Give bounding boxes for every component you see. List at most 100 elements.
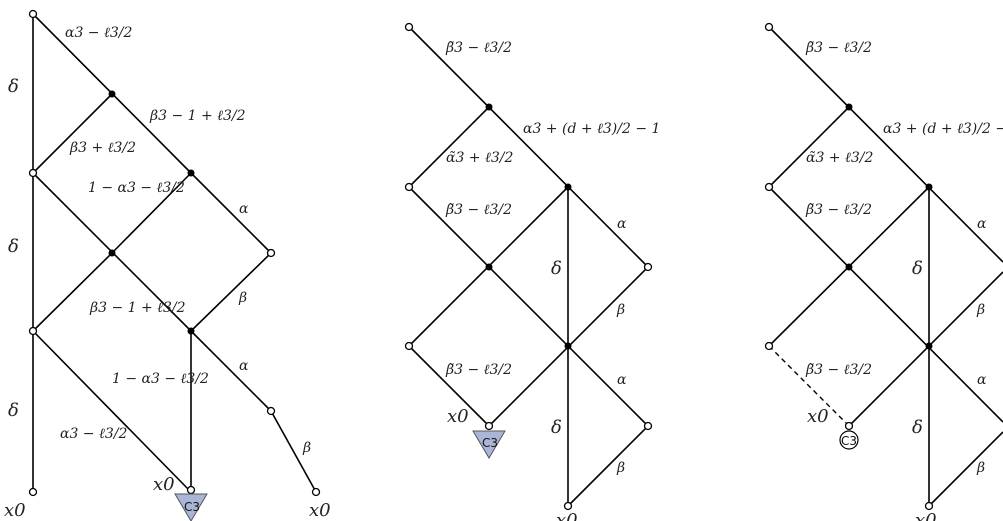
left-delta-label-2: δ bbox=[8, 236, 19, 257]
right-edge-label-lower: β̃3 − ℓ3/2 bbox=[805, 362, 872, 378]
middle-edge-label-upper: α̃3 + ℓ3/2 bbox=[446, 150, 513, 166]
middle-edge bbox=[408, 106, 490, 188]
left-vertex-open bbox=[28, 487, 38, 497]
left-vertex-open bbox=[28, 9, 38, 19]
middle-vertex-solid bbox=[564, 342, 572, 350]
middle-edge-label-lower: β̃3 − ℓ3/2 bbox=[445, 362, 512, 378]
middle-edge bbox=[408, 186, 649, 427]
middle-vertex-open bbox=[563, 501, 573, 511]
middle-edge bbox=[408, 345, 490, 427]
right-diagram: C3 β̃3 − ℓ3/2 α3 + (d + ℓ3)/2 − 1 α̃3 + … bbox=[764, 22, 1003, 521]
right-edge bbox=[768, 186, 1003, 423]
left-edge bbox=[32, 330, 192, 493]
right-edge bbox=[848, 271, 1003, 427]
right-delta-label-2: δ bbox=[912, 417, 923, 438]
middle-vertex-open bbox=[484, 421, 494, 431]
right-bottom-label-x0: x0 bbox=[915, 510, 937, 521]
middle-alpha-label: α bbox=[617, 216, 627, 232]
right-vertex-open bbox=[924, 501, 934, 511]
middle-edge-label-top: β̃3 − ℓ3/2 bbox=[445, 40, 512, 56]
right-alpha-label-2: α bbox=[977, 372, 987, 388]
right-edge-label-upper2: β̃3 − ℓ3/2 bbox=[805, 202, 872, 218]
left-bottom-label-x0-1: x0 bbox=[4, 500, 26, 521]
right-alpha-label: α bbox=[977, 216, 987, 232]
middle-delta-label-1: δ bbox=[551, 258, 562, 279]
right-edge-label-top: β̃3 − ℓ3/2 bbox=[805, 40, 872, 56]
right-vertex-solid bbox=[925, 183, 933, 191]
right-beta-label: β bbox=[976, 302, 985, 318]
middle-vertex-open bbox=[404, 341, 414, 351]
left-vertex-open bbox=[28, 168, 38, 178]
middle-vertex-open bbox=[404, 182, 414, 192]
right-vertex-open bbox=[844, 421, 854, 431]
right-edge bbox=[768, 106, 850, 188]
left-vertex-open bbox=[311, 487, 321, 497]
right-vertex-marker-circle bbox=[839, 430, 859, 450]
left-delta-label-3: δ bbox=[8, 400, 19, 421]
left-alpha-label-2: α bbox=[239, 358, 249, 374]
middle-edge-label-upper2: β̃3 − ℓ3/2 bbox=[445, 202, 512, 218]
right-vertex-solid bbox=[845, 103, 853, 111]
left-beta-label: β bbox=[238, 290, 247, 306]
left-diagram: C3 δ δ δ α β α β α3 − ℓ3/2 β3 − 1 + ℓ3/2… bbox=[4, 9, 331, 521]
left-vertex-solid bbox=[187, 169, 195, 177]
left-edge bbox=[270, 410, 317, 493]
right-vertex-open bbox=[764, 22, 774, 32]
right-vertex-marker-label: C3 bbox=[841, 434, 857, 448]
right-edge bbox=[768, 26, 1003, 263]
middle-beta-label-2: β bbox=[616, 460, 625, 476]
left-edge-label-bottom-left: α3 − ℓ3/2 bbox=[60, 426, 127, 442]
left-vertex-marker-triangle bbox=[174, 493, 208, 521]
right-vertex-open bbox=[764, 341, 774, 351]
right-vertex-solid bbox=[845, 263, 853, 271]
middle-vertex-solid bbox=[485, 263, 493, 271]
left-edge bbox=[190, 172, 272, 254]
right-edge bbox=[928, 431, 1003, 507]
right-edge-dashed bbox=[768, 345, 850, 427]
middle-delta-label-2: δ bbox=[551, 417, 562, 438]
left-edge bbox=[32, 252, 113, 332]
left-edge-label-lower: 1 − α3 − ℓ3/2 bbox=[112, 371, 209, 387]
right-beta-label-2: β bbox=[976, 460, 985, 476]
left-edge bbox=[111, 172, 192, 254]
middle-vertex-solid bbox=[485, 103, 493, 111]
right-edge-label-top-right: α3 + (d + ℓ3)/2 − 1 bbox=[883, 121, 1003, 137]
middle-edge bbox=[567, 425, 649, 507]
left-vertex-marker-label: C3 bbox=[184, 500, 200, 514]
left-edge-label-upper-left: β3 + ℓ3/2 bbox=[69, 140, 136, 156]
middle-vertex-marker-label: C3 bbox=[482, 436, 498, 450]
left-vertex-solid bbox=[108, 90, 116, 98]
left-node-label-x0: x0 bbox=[153, 474, 175, 495]
middle-beta-label: β bbox=[616, 302, 625, 318]
left-beta-label-2: β bbox=[302, 440, 311, 456]
left-edge-label-mid: β3 − 1 + ℓ3/2 bbox=[89, 300, 186, 316]
left-vertex-open bbox=[266, 248, 276, 258]
left-vertex-open bbox=[28, 326, 38, 336]
right-node-label-x0: x0 bbox=[807, 406, 829, 427]
middle-vertex-open bbox=[643, 421, 653, 431]
left-bottom-label-x0-2: x0 bbox=[309, 500, 331, 521]
right-edge-label-upper: α̃3 + ℓ3/2 bbox=[806, 150, 873, 166]
left-edge bbox=[32, 93, 113, 174]
left-vertex-solid bbox=[108, 249, 116, 257]
middle-diagram: C3 β̃3 − ℓ3/2 α3 + (d + ℓ3)/2 − 1 α̃3 + … bbox=[404, 22, 660, 521]
middle-edge-label-top-right: α3 + (d + ℓ3)/2 − 1 bbox=[523, 121, 660, 137]
middle-vertex-solid bbox=[564, 183, 572, 191]
middle-bottom-label-x0: x0 bbox=[556, 510, 578, 521]
left-alpha-label: α bbox=[239, 201, 249, 217]
middle-vertex-marker-triangle bbox=[472, 430, 506, 459]
left-edge-label-upper-mid: 1 − α3 − ℓ3/2 bbox=[88, 180, 185, 196]
left-vertex-open bbox=[266, 406, 276, 416]
middle-vertex-open bbox=[404, 22, 414, 32]
left-vertex-open bbox=[186, 485, 196, 495]
left-edge bbox=[190, 252, 272, 332]
right-vertex-solid bbox=[925, 342, 933, 350]
right-vertex-open bbox=[764, 182, 774, 192]
middle-alpha-label-2: α bbox=[617, 372, 627, 388]
middle-node-label-x0: x0 bbox=[447, 406, 469, 427]
middle-vertex-open bbox=[643, 262, 653, 272]
left-edge-label-top-left: α3 − ℓ3/2 bbox=[65, 25, 132, 41]
left-delta-label-1: δ bbox=[8, 76, 19, 97]
left-vertex-solid bbox=[187, 327, 195, 335]
